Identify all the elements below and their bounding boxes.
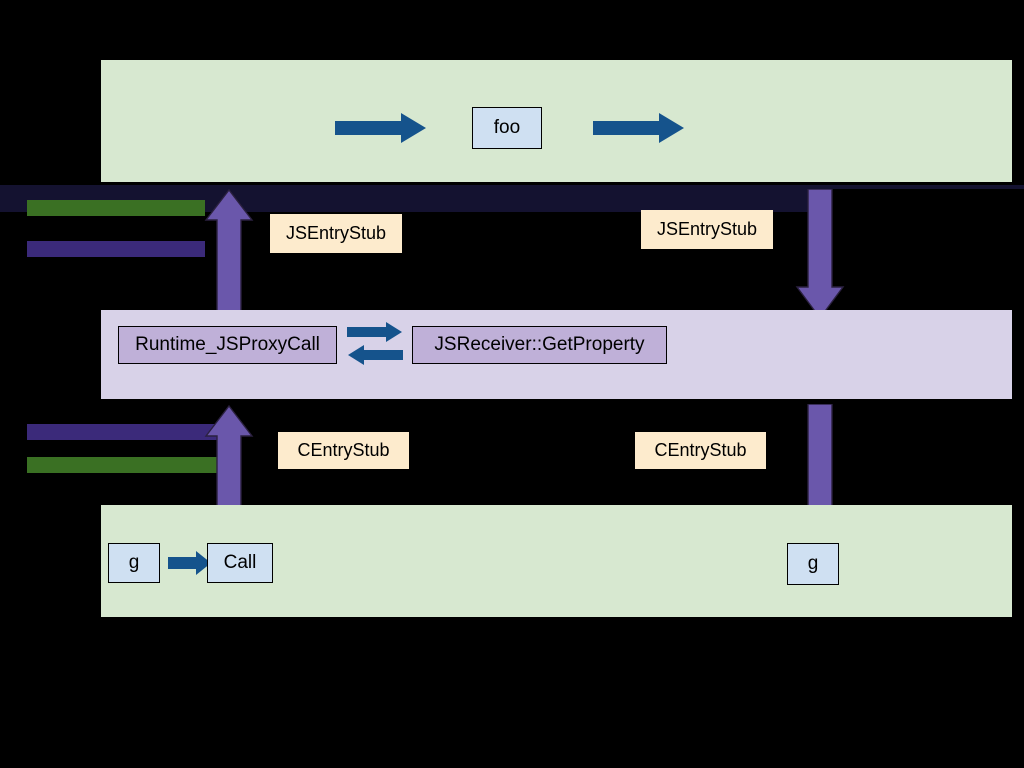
stub-jsentrystub-left[interactable]: JSEntryStub <box>270 214 402 253</box>
stack-bar-violet-lower <box>27 424 220 440</box>
box-foo[interactable]: foo <box>472 107 542 149</box>
arrow-left-to-runtime <box>347 345 403 365</box>
band-top-js <box>101 60 1012 182</box>
arrow-right-out-of-foo <box>593 112 685 144</box>
box-runtime-jsproxycall[interactable]: Runtime_JSProxyCall <box>118 326 337 364</box>
box-g-right[interactable]: g <box>787 543 839 585</box>
stub-centrystub-right[interactable]: CEntryStub <box>635 432 766 469</box>
box-g-left[interactable]: g <box>108 543 160 583</box>
arrow-right-g-to-call <box>168 551 212 575</box>
stack-bar-violet-upper <box>27 241 205 257</box>
box-jsreceiver-getproperty[interactable]: JSReceiver::GetProperty <box>412 326 667 364</box>
box-call[interactable]: Call <box>207 543 273 583</box>
up-arrow-entry-js <box>204 188 254 318</box>
stack-bar-green-upper <box>27 200 205 216</box>
arrow-right-to-getproperty <box>347 322 403 342</box>
stack-bar-green-lower <box>27 457 220 473</box>
stub-jsentrystub-right[interactable]: JSEntryStub <box>641 210 773 249</box>
divider-navy-top <box>0 185 1024 189</box>
stub-centrystub-left[interactable]: CEntryStub <box>278 432 409 469</box>
down-arrow-exit-js <box>795 189 845 321</box>
arrow-right-into-foo <box>335 112 427 144</box>
